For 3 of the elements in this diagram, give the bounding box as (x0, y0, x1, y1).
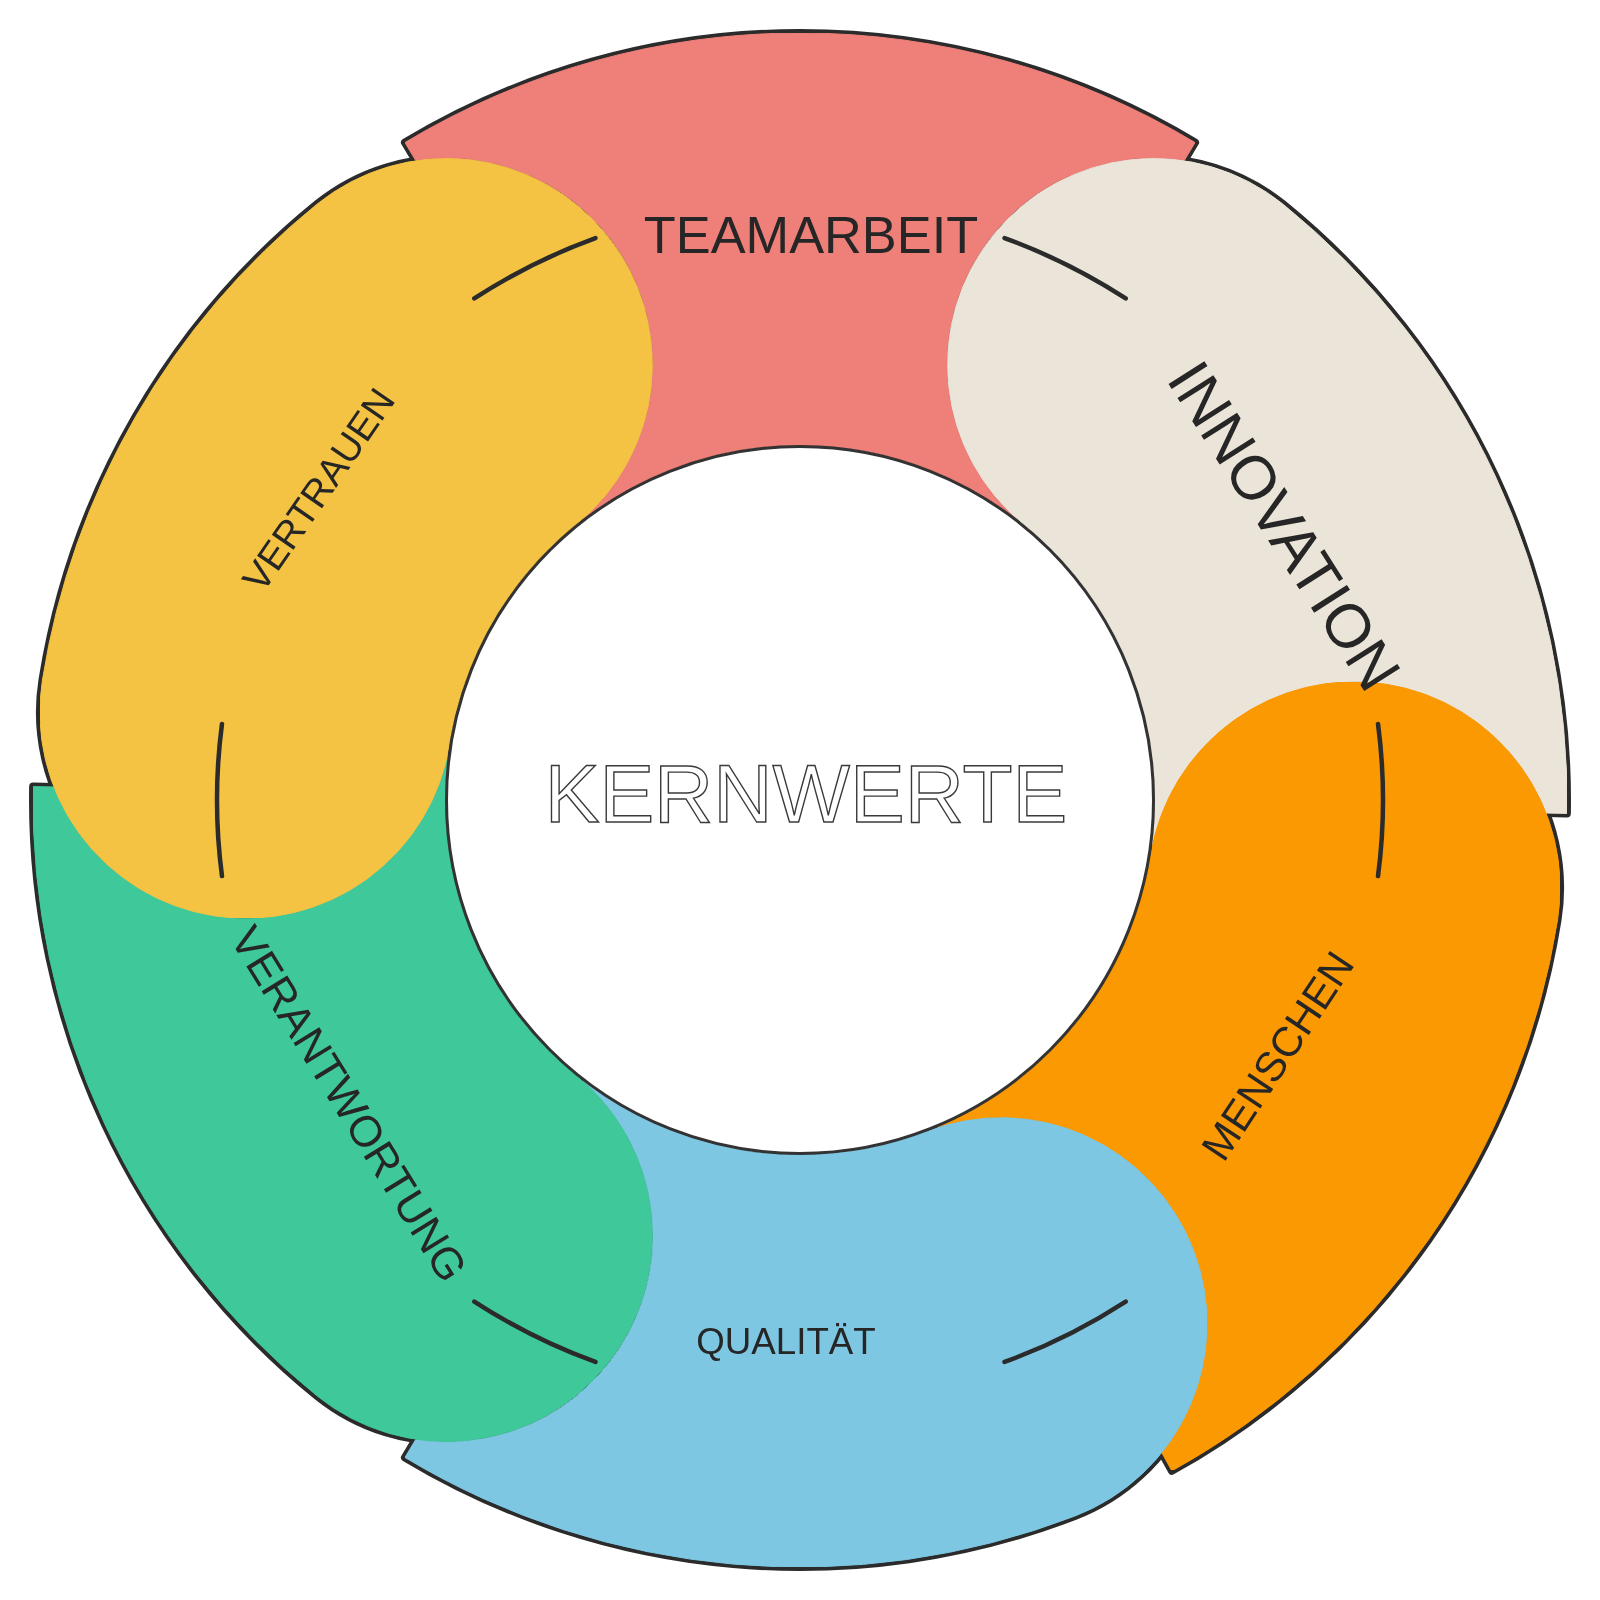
center-label: KERNWERTE (544, 753, 1068, 835)
segment-label: TEAMARBEIT (643, 208, 979, 262)
segment-label: QUALITÄT (696, 1323, 876, 1361)
